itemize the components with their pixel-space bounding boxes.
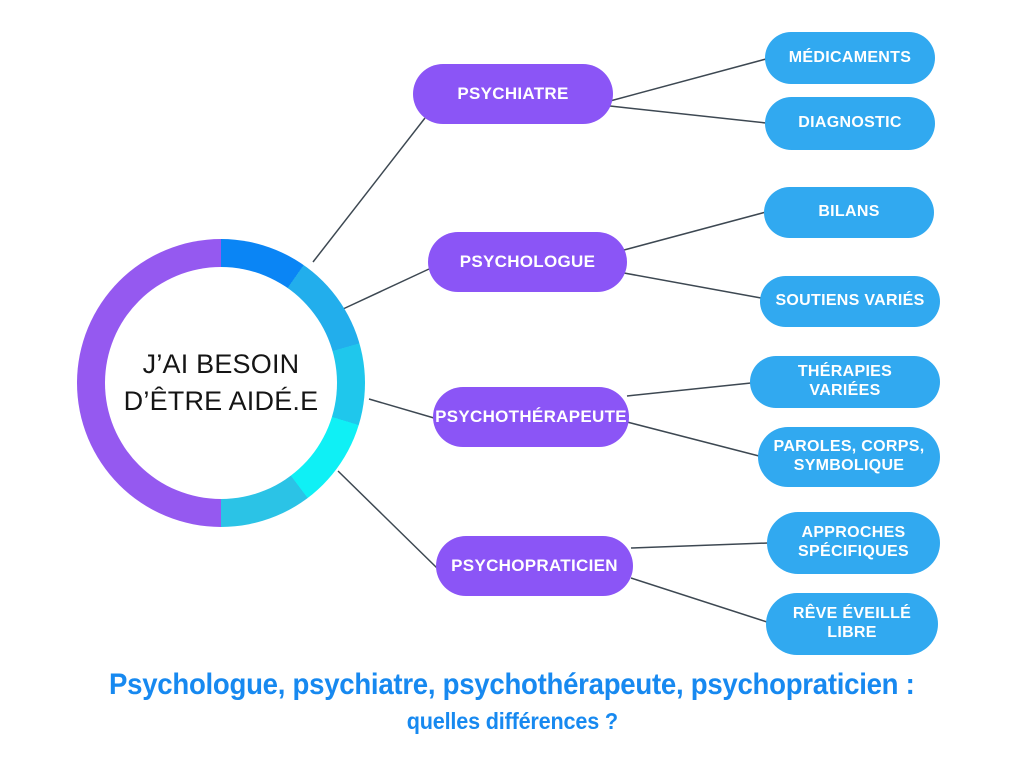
- connector-line: [337, 470, 438, 569]
- leaf-diagnostic: DIAGNOSTIC: [765, 97, 935, 150]
- branch-psychiatre-label: PSYCHIATRE: [457, 83, 569, 103]
- branch-psychopraticien: PSYCHOPRATICIEN: [436, 536, 633, 596]
- leaf-therapies-variees: THÉRAPIES VARIÉES: [750, 356, 940, 408]
- leaf-bilans-label: BILANS: [818, 203, 880, 221]
- connector-line: [623, 211, 767, 251]
- connector-line: [626, 382, 752, 397]
- leaf-medicaments-label: MÉDICAMENTS: [788, 48, 912, 66]
- leaf-paroles-corps-symbolique-label: PAROLES, CORPS, SYMBOLIQUE: [773, 438, 925, 474]
- bottom-title-line1: Psychologue, psychiatre, psychothérapeut…: [109, 668, 915, 701]
- leaf-reve-eveille-libre-label: RÊVE ÉVEILLÉ LIBRE: [792, 605, 912, 641]
- leaf-medicaments: MÉDICAMENTS: [765, 32, 935, 84]
- donut-hole: [105, 267, 337, 499]
- branch-psychiatre: PSYCHIATRE: [413, 64, 613, 124]
- bottom-title-line2: quelles différences ?: [406, 708, 618, 734]
- center-node: J’AI BESOIN D’ÊTRE AIDÉ.E: [77, 239, 365, 527]
- connector-line: [626, 421, 760, 457]
- connector-line: [609, 105, 767, 124]
- leaf-soutiens-varies-label: SOUTIENS VARIÉS: [775, 292, 925, 310]
- branch-psychologue: PSYCHOLOGUE: [428, 232, 627, 292]
- leaf-approches-specifiques-label: APPROCHES SPÉCIFIQUES: [798, 524, 909, 560]
- leaf-diagnostic-label: DIAGNOSTIC: [798, 114, 902, 132]
- leaf-approches-specifiques: APPROCHES SPÉCIFIQUES: [767, 512, 940, 574]
- connector-line: [623, 272, 762, 299]
- connector-line: [609, 58, 767, 102]
- connector-line: [368, 398, 435, 419]
- connector-line: [630, 577, 768, 623]
- bottom-title: Psychologue, psychiatre, psychothérapeut…: [0, 668, 1024, 735]
- branch-psychologue-label: PSYCHOLOGUE: [459, 251, 596, 271]
- branch-psychotherapeute-label: PSYCHOTHÉRAPEUTE: [435, 406, 627, 426]
- leaf-paroles-corps-symbolique: PAROLES, CORPS, SYMBOLIQUE: [758, 427, 940, 487]
- leaf-bilans: BILANS: [764, 187, 934, 238]
- connector-line: [312, 117, 426, 263]
- center-node-line1: J’AI BESOIN: [142, 349, 300, 379]
- branch-psychopraticien-label: PSYCHOPRATICIEN: [451, 555, 618, 575]
- connector-line: [630, 542, 769, 549]
- leaf-reve-eveille-libre: RÊVE ÉVEILLÉ LIBRE: [766, 593, 938, 655]
- center-donut-ring: [77, 239, 365, 527]
- center-node-line2: D’ÊTRE AIDÉ.E: [123, 386, 319, 416]
- branch-psychotherapeute: PSYCHOTHÉRAPEUTE: [433, 387, 629, 447]
- leaf-therapies-variees-label: THÉRAPIES VARIÉES: [797, 363, 893, 399]
- leaf-soutiens-varies: SOUTIENS VARIÉS: [760, 276, 940, 327]
- connector-line: [342, 268, 430, 310]
